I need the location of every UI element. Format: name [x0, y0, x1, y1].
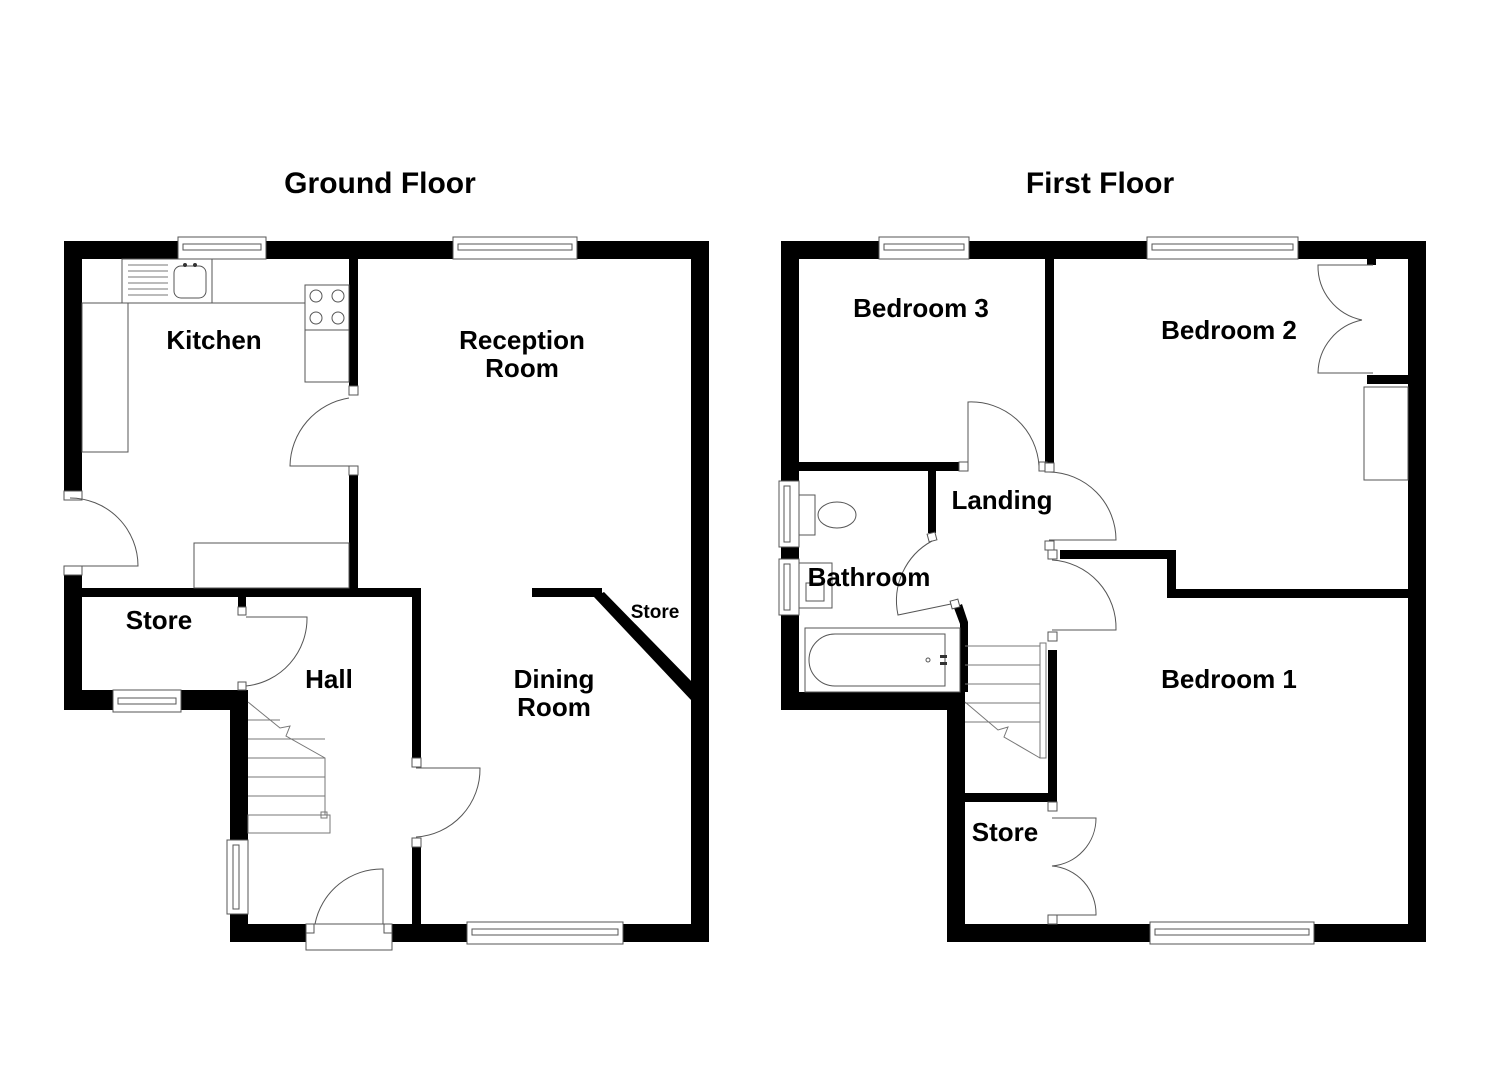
- ground-floor-title: Ground Floor: [284, 167, 476, 200]
- room-label-kitchen: Kitchen: [166, 326, 261, 354]
- kitchen-label-text: Kitchen: [166, 325, 262, 355]
- room-label-bedroom-2: Bedroom 2: [1161, 315, 1297, 345]
- dining-label-line2: Room: [517, 692, 591, 722]
- reception-label-line1: Reception: [459, 325, 585, 355]
- first-floor-title: First Floor: [1025, 167, 1175, 200]
- room-label-hall: Hall: [305, 664, 353, 694]
- room-label-bedroom-3: Bedroom 3: [853, 293, 989, 323]
- room-label-store-first: Store: [971, 817, 1039, 847]
- room-label-bathroom: Bathroom: [807, 562, 931, 592]
- dining-label-line1: Dining: [513, 664, 595, 694]
- reception-label-line2: Room: [485, 353, 559, 383]
- first-floor-plan: [778, 236, 1426, 945]
- room-label-store-ground: Store: [125, 605, 193, 635]
- ground-floor-plan: [63, 236, 709, 951]
- room-label-landing: Landing: [951, 485, 1053, 515]
- room-label-bedroom-1: Bedroom 1: [1161, 664, 1297, 694]
- room-label-store-corner: Store: [630, 602, 680, 623]
